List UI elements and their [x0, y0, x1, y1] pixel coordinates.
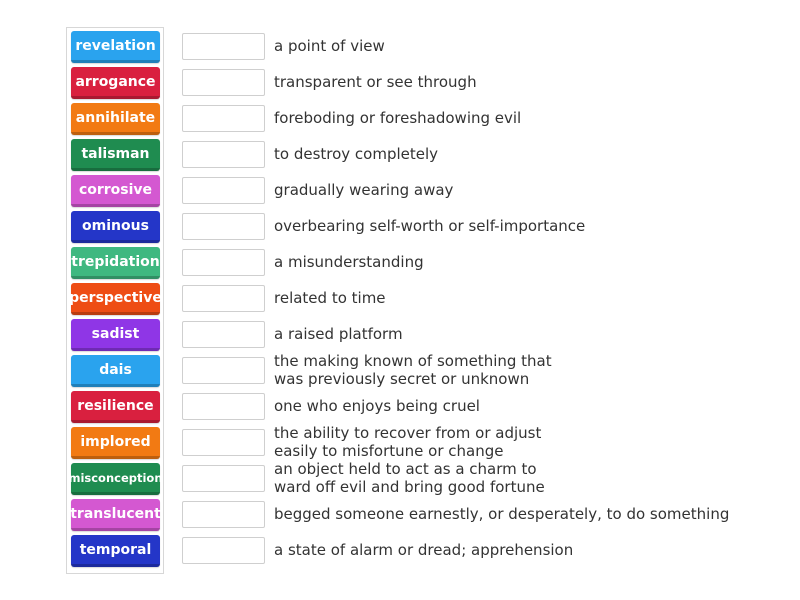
definition-text: gradually wearing away: [274, 181, 454, 199]
answer-drop-slot[interactable]: [182, 429, 265, 456]
answer-drop-slot[interactable]: [182, 249, 265, 276]
answer-drop-slot[interactable]: [182, 537, 265, 564]
word-tile-sadist[interactable]: sadist: [71, 319, 160, 351]
definition-text: to destroy completely: [274, 145, 439, 163]
definition-text: related to time: [274, 289, 386, 307]
word-tile-trepidation[interactable]: trepidation: [71, 247, 160, 279]
definition-text: overbearing self-worth or self-importanc…: [274, 217, 586, 235]
answer-drop-slot[interactable]: [182, 285, 265, 312]
word-tile-dais[interactable]: dais: [71, 355, 160, 387]
definition-text: the making known of something that was p…: [274, 352, 552, 388]
word-tile-talisman[interactable]: talisman: [71, 139, 160, 171]
answer-drop-slot[interactable]: [182, 393, 265, 420]
word-tile-annihilate[interactable]: annihilate: [71, 103, 160, 135]
word-tile-revelation[interactable]: revelation: [71, 31, 160, 63]
word-tile-ominous[interactable]: ominous: [71, 211, 160, 243]
word-tile-temporal[interactable]: temporal: [71, 535, 160, 567]
answer-drop-slot[interactable]: [182, 33, 265, 60]
answer-drop-slot[interactable]: [182, 213, 265, 240]
definition-text: begged someone earnestly, or desperately…: [274, 505, 730, 523]
definition-text: a state of alarm or dread; apprehension: [274, 541, 574, 559]
definition-text: a raised platform: [274, 325, 403, 343]
definition-text: transparent or see through: [274, 73, 477, 91]
definition-text: one who enjoys being cruel: [274, 397, 480, 415]
word-tile-perspective[interactable]: perspective: [69, 283, 162, 315]
answer-drop-slot[interactable]: [182, 141, 265, 168]
definition-text: the ability to recover from or adjust ea…: [274, 424, 542, 460]
answer-drop-slot[interactable]: [182, 321, 265, 348]
answer-drop-slot[interactable]: [182, 501, 265, 528]
word-tile-corrosive[interactable]: corrosive: [71, 175, 160, 207]
word-tile-arrogance[interactable]: arrogance: [71, 67, 160, 99]
answer-drop-slot[interactable]: [182, 465, 265, 492]
answer-drop-slot[interactable]: [182, 177, 265, 204]
definition-text: a point of view: [274, 37, 385, 55]
word-tile-misconception[interactable]: misconception: [68, 463, 163, 495]
definition-text: a misunderstanding: [274, 253, 424, 271]
answer-drop-slot[interactable]: [182, 357, 265, 384]
definition-text: an object held to act as a charm to ward…: [274, 460, 545, 496]
definition-text: foreboding or foreshadowing evil: [274, 109, 522, 127]
word-tile-implored[interactable]: implored: [71, 427, 160, 459]
word-tile-translucent[interactable]: translucent: [70, 499, 161, 531]
answer-drop-slot[interactable]: [182, 105, 265, 132]
answer-drop-slot[interactable]: [182, 69, 265, 96]
word-tile-resilience[interactable]: resilience: [71, 391, 160, 423]
